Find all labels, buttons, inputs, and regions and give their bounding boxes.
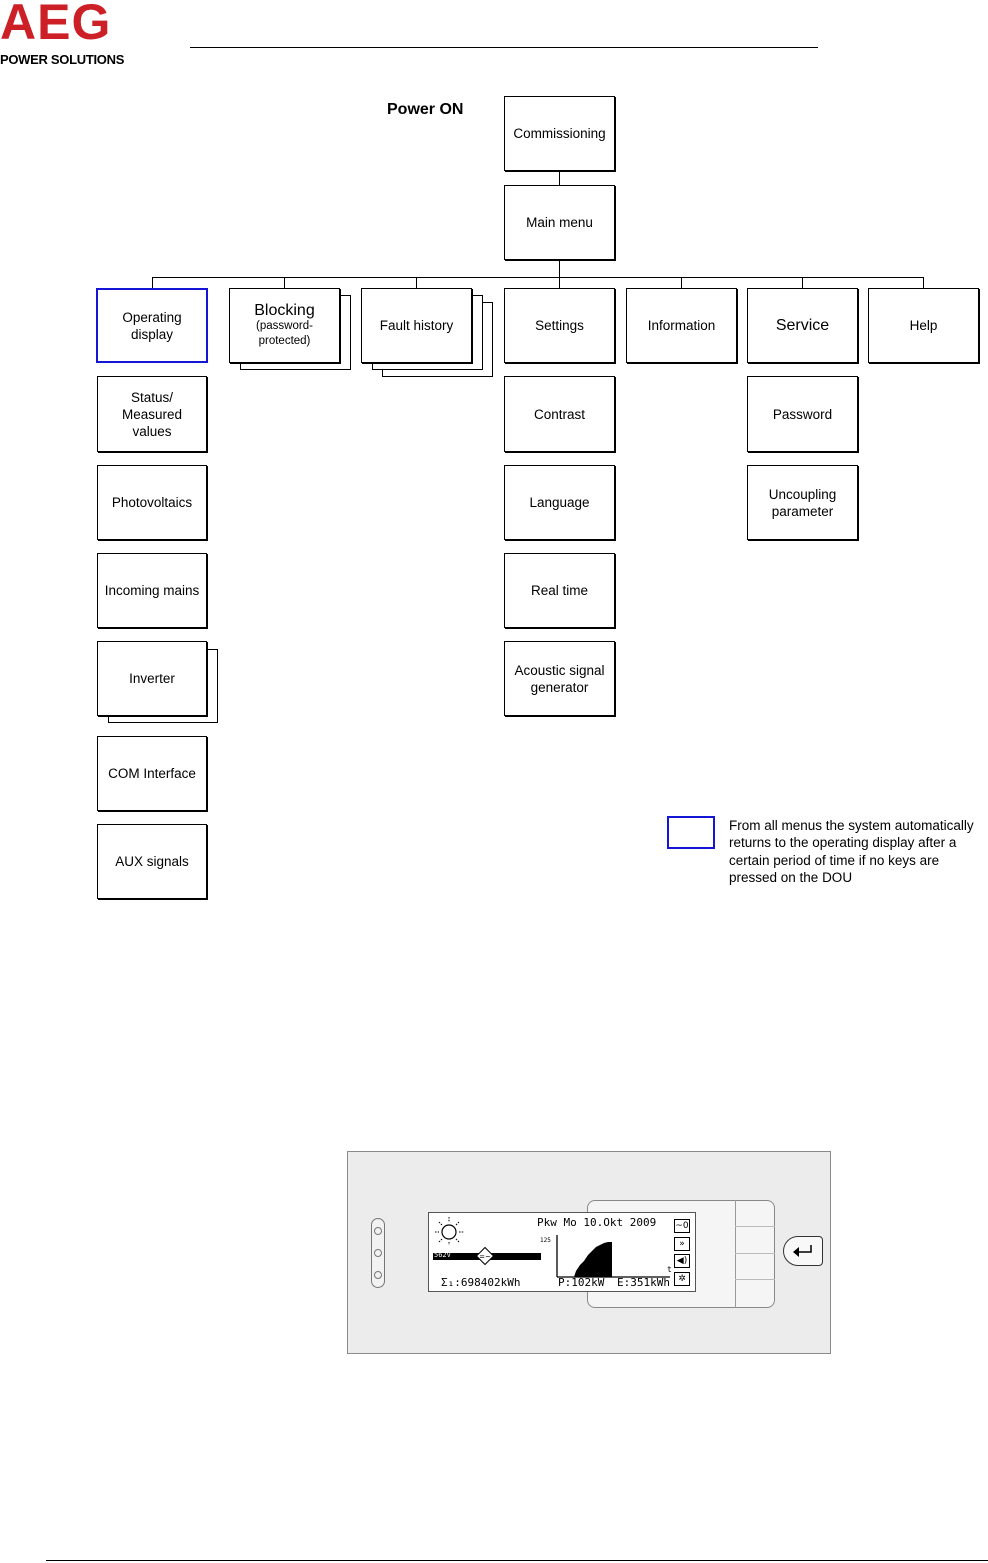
enter-arrow-icon [793,1245,812,1257]
blocking-box: Blocking (password-protected) [229,288,340,363]
incoming-mains-box: Incoming mains [97,553,207,628]
lcd-display: 562V =~ Σ₁:698402kWh Pkw Mo 10.Okt 2009 … [428,1212,696,1292]
connector [802,277,803,288]
connector [284,277,285,288]
connector [152,277,153,288]
aeg-logo: AEG [0,0,112,50]
connector [923,277,924,288]
legend-text: From all menus the system automatically … [729,818,974,885]
connector [559,171,560,185]
ac-zero-icon: ~0 [674,1219,690,1233]
header-rule [190,47,818,48]
operating-display-box: Operating display [96,288,208,363]
main-menu-box: Main menu [504,185,615,260]
lcd-header: Pkw Mo 10.Okt 2009 [537,1216,657,1229]
svg-text:=~: =~ [479,1253,491,1261]
aux-signals-box: AUX signals [97,824,207,899]
key-panel-divider [735,1200,736,1308]
forward-icon: » [674,1237,690,1251]
sun-icon [435,1217,464,1245]
inverter-box: Inverter [97,641,207,716]
bar-voltage: 562V [434,1251,451,1259]
help-box: Help [868,288,979,363]
axis-max-label: 125 [540,1237,551,1244]
key-divider [735,1226,775,1227]
power-on-label: Power ON [387,101,464,118]
led-strip [371,1218,385,1288]
language-box: Language [504,465,615,540]
legend-swatch [667,816,715,849]
fault-history-box: Fault history [361,288,472,363]
uncoupling-parameter-box: Uncoupling parameter [747,465,858,540]
status-measured-values-box: Status/ Measured values [97,376,207,452]
password-box: Password [747,376,858,452]
speaker-icon: ◀) [674,1254,690,1268]
led-indicator [374,1271,382,1279]
real-time-box: Real time [504,553,615,628]
settings-box: Settings [504,288,615,363]
axis-t-label: t [667,1265,672,1274]
enter-button[interactable] [783,1236,823,1266]
menu-bus-line [152,277,924,278]
logo-subtitle: POWER SOLUTIONS [0,52,125,67]
footer-rule [46,1560,988,1561]
inverter-symbol: =~ [475,1246,495,1266]
contrast-box: Contrast [504,376,615,452]
led-indicator [374,1227,382,1235]
information-box: Information [626,288,737,363]
connector [559,260,560,277]
lcd-energy: E:351kWh [617,1276,670,1289]
daily-power-chart [556,1235,670,1278]
com-interface-box: COM Interface [97,736,207,811]
connector [681,277,682,288]
lcd-power: P:102kW [558,1276,605,1289]
connector [416,277,417,288]
connector [559,277,560,288]
acoustic-signal-generator-box: Acoustic signal generator [504,641,615,716]
lcd-total-energy: Σ₁:698402kWh [441,1276,521,1289]
led-indicator [374,1249,382,1257]
fan-icon: ✲ [674,1272,690,1286]
photovoltaics-box: Photovoltaics [97,465,207,540]
key-divider [735,1279,775,1280]
service-box: Service [747,288,858,363]
commissioning-box: Commissioning [504,96,615,171]
key-divider [735,1253,775,1254]
